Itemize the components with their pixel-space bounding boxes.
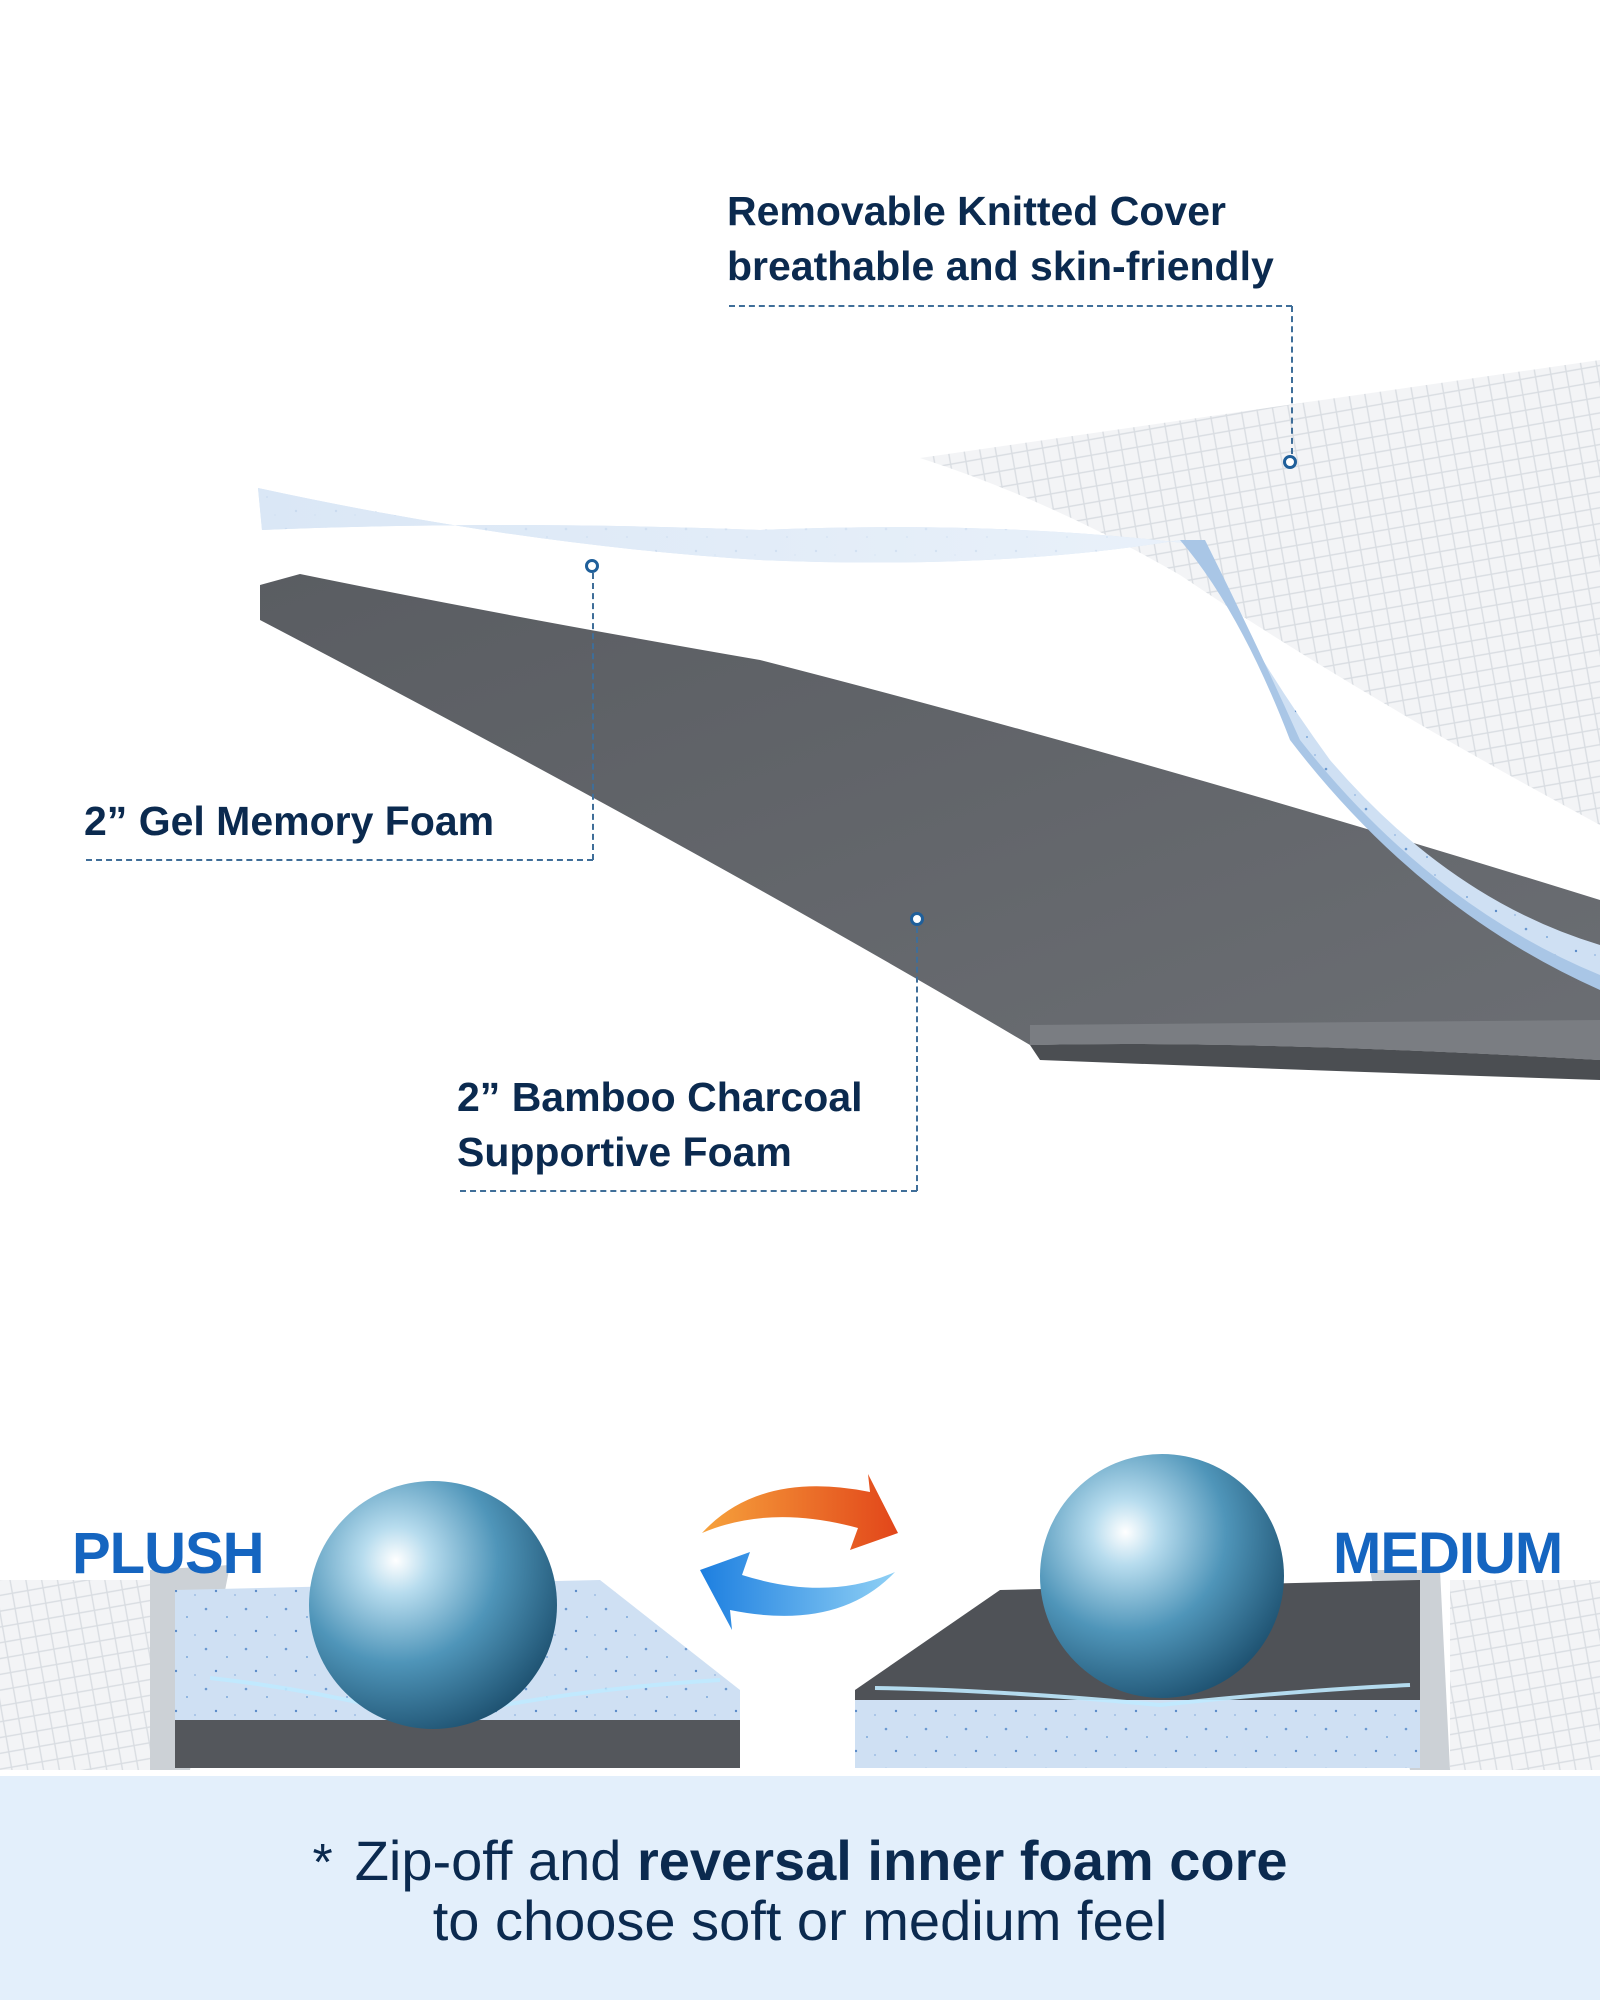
- note-line-2: to choose soft or medium feel: [432, 1889, 1168, 1952]
- gel-marker: [585, 559, 599, 573]
- cover-callout-label: Removable Knitted Cover breathable and s…: [727, 184, 1274, 294]
- note-plain: Zip-off and: [354, 1829, 622, 1892]
- cover-marker: [1283, 455, 1297, 469]
- bamboo-title: 2” Bamboo Charcoal: [457, 1074, 863, 1120]
- plush-label: PLUSH: [72, 1521, 265, 1586]
- feature-banner: [0, 1776, 1600, 2000]
- asterisk-icon: *: [312, 1834, 333, 1892]
- gel-callout-label: 2” Gel Memory Foam: [84, 794, 494, 849]
- charcoal-foam-layer: [260, 574, 1600, 1060]
- bamboo-leader-line: [460, 1190, 917, 1192]
- plush-diagram: [0, 1481, 740, 1770]
- medium-diagram: [855, 1454, 1600, 1770]
- bamboo-leader-drop: [916, 927, 918, 1191]
- bamboo-marker: [910, 912, 924, 926]
- cover-leader-drop: [1291, 306, 1293, 454]
- note-line-1: * Zip-off and reversal inner foam core: [0, 1830, 1600, 1894]
- knitted-cover: [920, 360, 1600, 825]
- cover-leader-line: [729, 305, 1292, 307]
- cover-title: Removable Knitted Cover: [727, 188, 1226, 234]
- gel-leader-line: [86, 859, 593, 861]
- bamboo-subtitle: Supportive Foam: [457, 1129, 792, 1175]
- note-bold: reversal inner foam core: [636, 1829, 1288, 1892]
- cover-subtitle: breathable and skin-friendly: [727, 243, 1274, 289]
- gel-leader-drop: [592, 573, 594, 860]
- swap-arrows-icon: [700, 1474, 898, 1630]
- bamboo-callout-label: 2” Bamboo Charcoal Supportive Foam: [457, 1070, 863, 1180]
- ball-icon: [1040, 1454, 1284, 1698]
- ball-icon: [309, 1481, 557, 1729]
- medium-label: MEDIUM: [1333, 1521, 1563, 1586]
- gel-title: 2” Gel Memory Foam: [84, 798, 495, 844]
